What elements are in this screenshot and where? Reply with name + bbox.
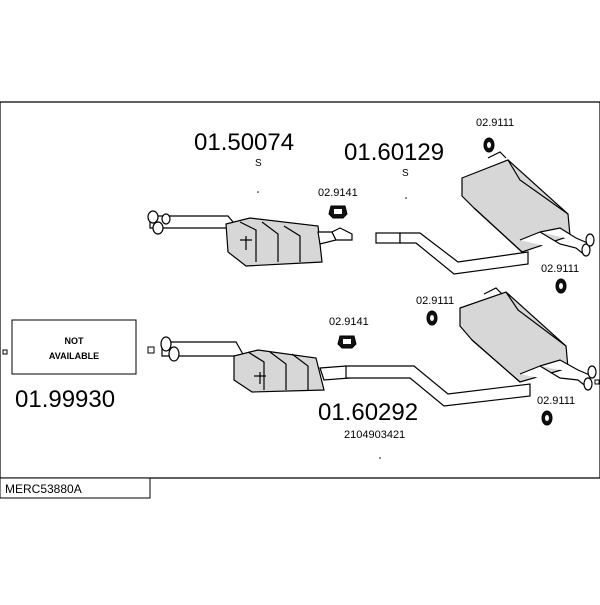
clamp-label: 02.9141 (329, 316, 369, 328)
lower-center-silencer (233, 349, 325, 393)
part-number-lower-rear: 01.60292 (318, 399, 418, 426)
part-sub-upper-rear: S (255, 158, 262, 169)
part-number-upper-front: 01.60129 (344, 139, 444, 166)
clamp-label: 02.9141 (318, 187, 358, 199)
lower-rear-silencer (459, 291, 569, 383)
clamp-label: 02.9111 (537, 395, 575, 407)
upper-rear-pipe-assembly (375, 151, 595, 275)
part-number-left-box: 01.99930 (15, 386, 115, 413)
not-available-line1: NOT (65, 336, 85, 346)
upper-front-pipe-assembly (147, 210, 353, 267)
part-sub-lower-rear: 2104903421 (344, 429, 405, 441)
clamp-label: 02.9111 (416, 295, 454, 307)
clamp-02-9111-top: 02.9111 (476, 117, 514, 153)
clamp-02-9141-upper: 02.9141 (318, 187, 358, 219)
frame-left-marker (2, 349, 8, 355)
part-number-upper-rear: 01.50074 (194, 129, 294, 156)
clamp-label: 02.9111 (476, 117, 514, 129)
clamp-02-9111-lower-right: 02.9111 (537, 395, 575, 426)
lower-rear-pipe-assembly (345, 287, 597, 407)
frame-right-marker (594, 379, 600, 385)
clamp-02-9111-upper-right: 02.9111 (541, 263, 579, 294)
clamp-02-9111-lower-top: 02.9111 (416, 295, 454, 326)
lower-front-pipe-assembly (147, 336, 351, 393)
not-available-line2: AVAILABLE (49, 351, 99, 361)
footer-code: MERC53880A (5, 482, 82, 496)
part-sub-upper-front: S (402, 168, 409, 179)
footer-code-box: MERC53880A (0, 477, 151, 499)
not-available-box: NOT AVAILABLE (11, 319, 137, 375)
leader-dot (379, 457, 381, 459)
leader-dot (405, 197, 407, 199)
upper-center-silencer (225, 217, 323, 267)
clamp-02-9141-lower: 02.9141 (329, 316, 369, 349)
leader-dot (257, 191, 259, 193)
clamp-label: 02.9111 (541, 263, 579, 275)
